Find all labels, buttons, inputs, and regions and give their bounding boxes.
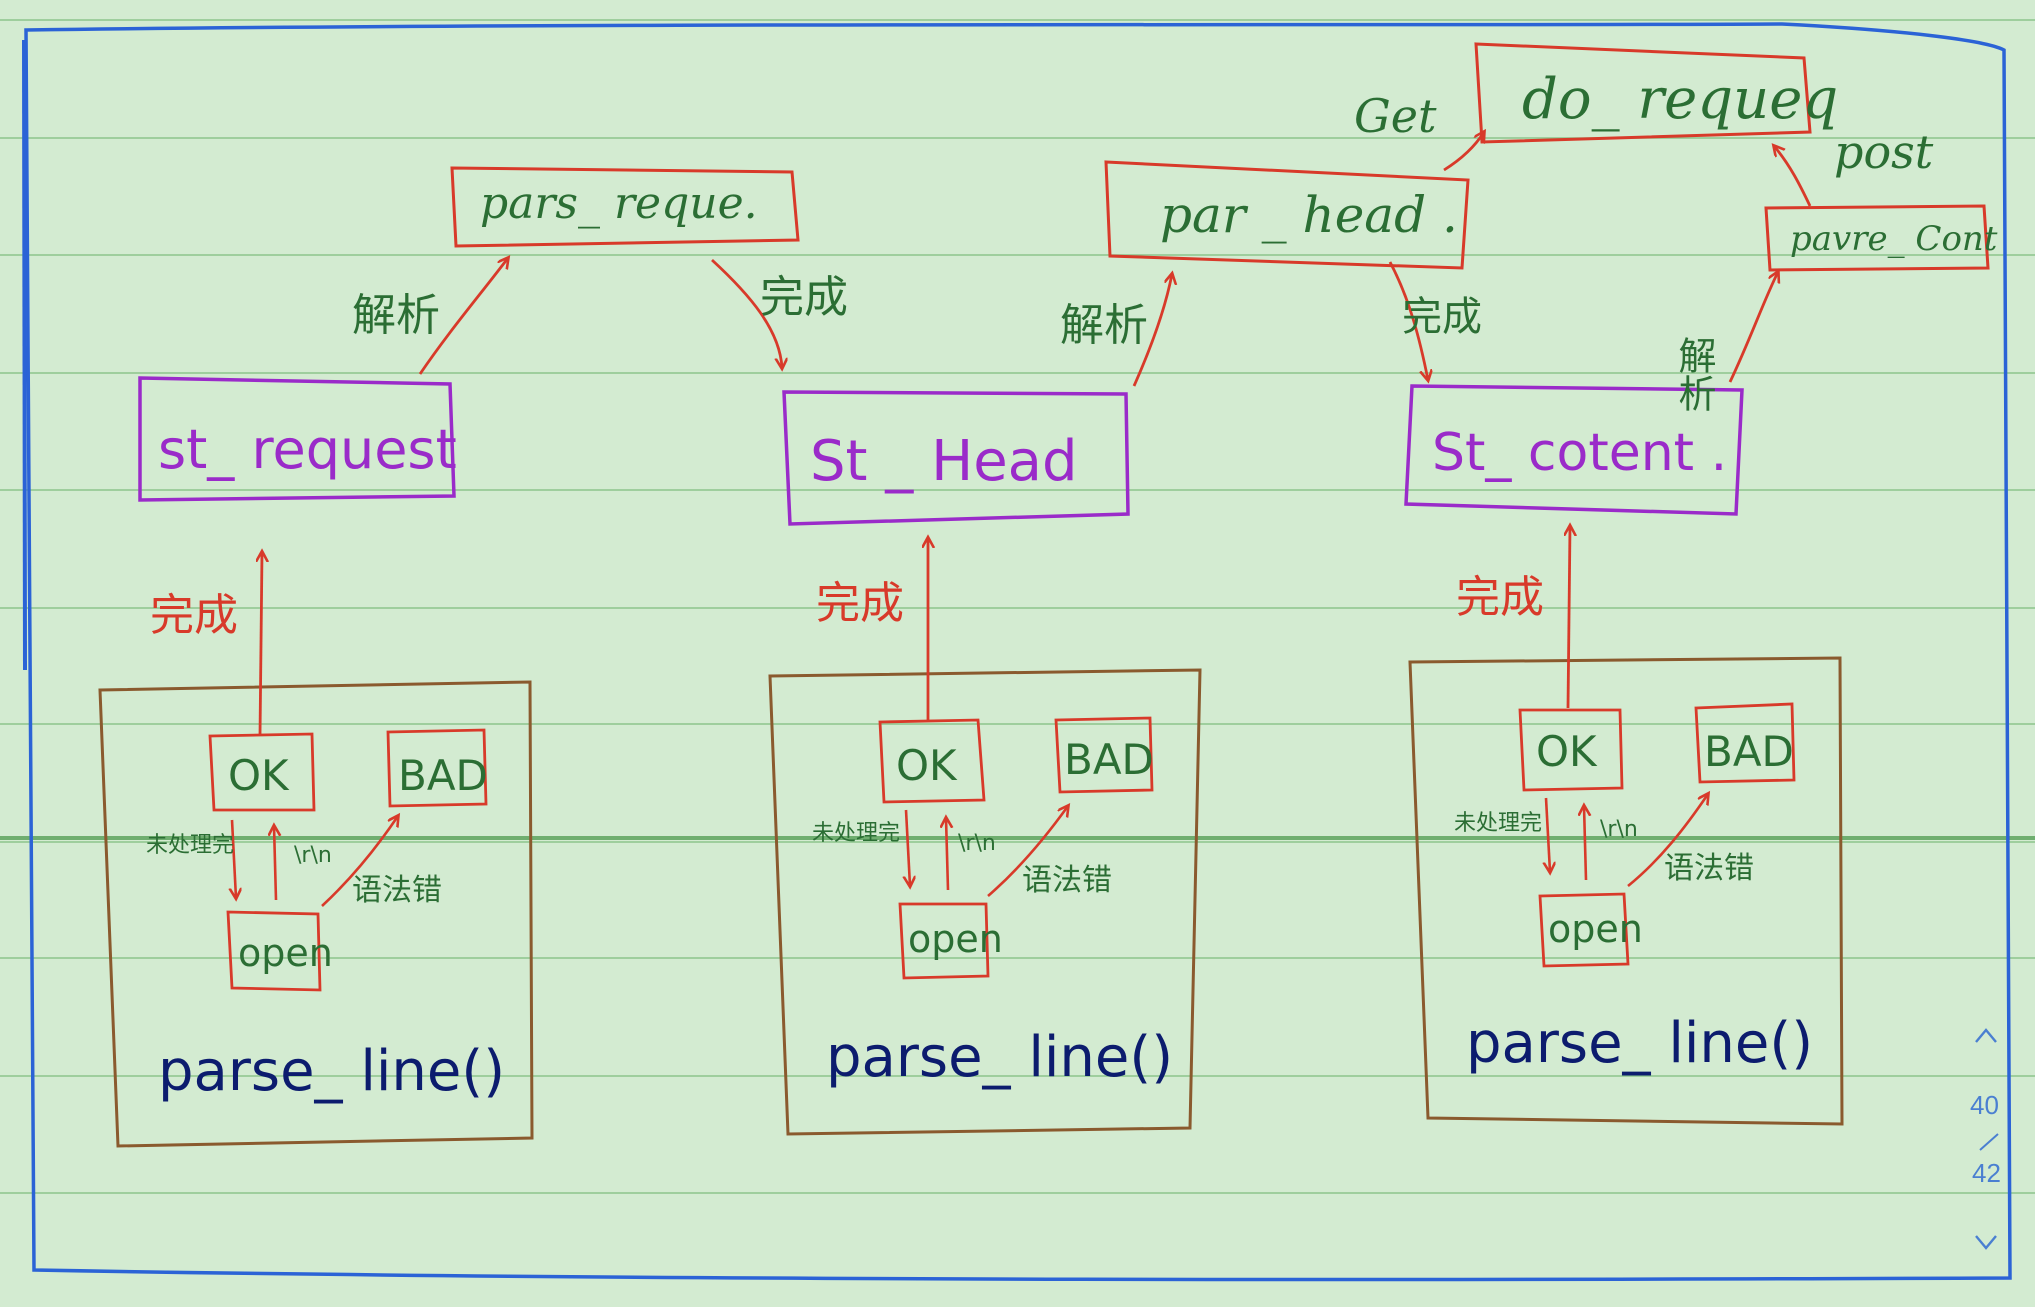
label-done-1: 完成 [760, 272, 848, 323]
top-arrows [418, 132, 1812, 387]
parser-block-3: 完成 OK BAD open 未处理完 \r\n 语法错 parse_ line… [1408, 526, 1844, 1126]
arrow-head-to-parsehead [1132, 274, 1172, 387]
page-frame [24, 22, 2012, 1282]
page-indicator[interactable]: 40 42 [1970, 1028, 2001, 1250]
page-down-icon[interactable] [1975, 1235, 1997, 1250]
arrow-parsehead-to-content [1388, 261, 1428, 380]
label-parse-3: 解析 [1672, 336, 1716, 412]
parser-3-rn: \r\n [1600, 817, 1638, 842]
page-separator [1979, 1133, 1999, 1151]
parser-3-bad-box [1694, 702, 1796, 784]
ruled-lines [0, 19, 2035, 1194]
label-get: Get [1354, 89, 1437, 143]
parser-1-bad-box [386, 728, 488, 808]
arrow-3-open-to-ok [1584, 806, 1586, 881]
arrow-parsecontent-to-do [1774, 146, 1812, 207]
parser-1-open: open [238, 931, 333, 975]
parser-2-ok: OK [896, 741, 958, 790]
label-parse-2: 解析 [1060, 300, 1148, 351]
func-parse-request: pars_ reque. [450, 166, 800, 248]
parser-3-ok: OK [1536, 727, 1598, 776]
parser-2-unfinished: 未处理完 [812, 821, 900, 846]
parser-2-syntax: 语法错 [1022, 863, 1112, 898]
parser-3-syntax: 语法错 [1664, 851, 1754, 886]
arrow-parsehead-to-do [1443, 132, 1484, 172]
arrow-3-ok-to-open [1546, 797, 1550, 872]
parser-3-open-box [1538, 892, 1630, 968]
state-request-box [138, 376, 456, 502]
state-head-label: St _ Head [810, 429, 1078, 494]
label-done-2: 完成 [1402, 294, 1482, 340]
func-parse-head-box [1104, 160, 1470, 270]
page-total: 42 [1972, 1158, 2001, 1188]
parser-1-rn: \r\n [294, 843, 332, 868]
state-head: St _ Head [782, 390, 1130, 526]
parser-1-syntax: 语法错 [352, 873, 442, 908]
parser-1-open-box [226, 910, 322, 992]
parser-block-2: 完成 OK BAD open 未处理完 \r\n 语法错 parse_ line… [768, 538, 1202, 1136]
parser-block-1: 完成 OK BAD open 未处理完 \r\n 语法错 parse_ line… [98, 552, 534, 1148]
arrow-parse-to-head [711, 258, 782, 368]
parser-2-rn: \r\n [958, 831, 996, 856]
parser-1-ok: OK [228, 751, 290, 800]
parser-3-ok-box [1518, 708, 1624, 792]
func-parse-content: pavre_ Cont [1764, 204, 1998, 272]
parser-3-unfinished: 未处理完 [1454, 811, 1542, 836]
state-content-box [1404, 384, 1744, 516]
parser-2-ok-box [878, 718, 986, 804]
arrow-ok-to-request [260, 552, 262, 737]
page-up-icon[interactable] [1975, 1028, 1997, 1043]
arrow-request-to-parse [418, 258, 508, 375]
parser-3-bad: BAD [1704, 727, 1794, 776]
parser-2-open: open [908, 917, 1003, 961]
parser-1-ok-box [208, 732, 316, 812]
arrow-1-open-to-bad [321, 816, 398, 907]
state-content: St_ cotent . [1404, 384, 1744, 516]
parser-1-complete: 完成 [150, 590, 238, 641]
state-request-label: st_ request [158, 418, 457, 481]
arrow-ok-to-content [1568, 526, 1570, 709]
state-content-label: St_ cotent . [1432, 423, 1727, 483]
arrow-3-open-to-bad [1627, 794, 1708, 888]
parser-3-open: open [1548, 907, 1643, 951]
func-parse-content-label: pavre_ Cont [1790, 219, 1998, 259]
func-do-request: do_ requeq [1474, 42, 1838, 144]
parser-2-open-box [898, 902, 990, 980]
state-head-box [782, 390, 1130, 526]
parser-3-title: parse_ line() [1466, 1011, 1813, 1076]
parser-block-3-box [1408, 656, 1844, 1126]
state-request: st_ request [138, 376, 457, 502]
arrow-2-ok-to-open [906, 809, 910, 886]
frame-left-edge [22, 39, 27, 671]
arrow-2-open-to-ok [946, 818, 948, 891]
func-parse-request-label: pars_ reque. [480, 178, 758, 229]
arrow-1-open-to-ok [274, 826, 276, 901]
page-current: 40 [1970, 1090, 1999, 1120]
parser-block-1-box [98, 680, 534, 1148]
func-parse-content-box [1764, 204, 1990, 272]
label-parse-1: 解析 [352, 290, 440, 341]
label-post: post [1834, 125, 1934, 179]
arrow-1-ok-to-open [232, 819, 236, 898]
func-do-request-label: do_ requeq [1522, 67, 1838, 132]
parser-3-complete: 完成 [1456, 572, 1544, 623]
parser-2-title: parse_ line() [826, 1025, 1173, 1090]
parser-1-bad: BAD [398, 751, 488, 800]
parser-1-unfinished: 未处理完 [146, 833, 234, 858]
parser-2-bad: BAD [1064, 735, 1154, 784]
func-parse-head: par _ head . [1104, 160, 1470, 270]
parser-1-title: parse_ line() [158, 1039, 505, 1104]
parser-block-2-box [768, 668, 1202, 1136]
func-parse-request-box [450, 166, 800, 248]
arrow-2-open-to-bad [987, 806, 1068, 897]
func-parse-head-label: par _ head . [1160, 186, 1458, 244]
func-do-request-box [1474, 42, 1812, 144]
parser-2-bad-box [1054, 716, 1154, 794]
arrow-content-to-parsecontent [1728, 272, 1778, 383]
parser-2-complete: 完成 [816, 578, 904, 629]
